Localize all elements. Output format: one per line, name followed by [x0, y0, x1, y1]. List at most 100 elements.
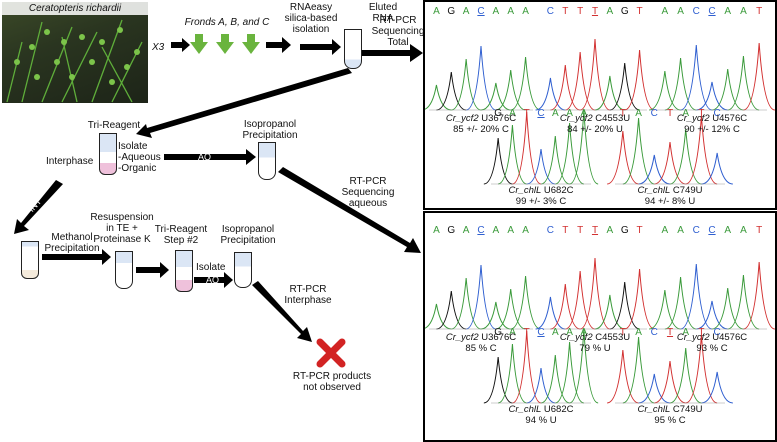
base-call: A: [493, 225, 500, 236]
not-observed-cross-icon: [316, 338, 346, 368]
trace-peak: [498, 343, 527, 404]
base-call: G: [621, 225, 629, 236]
isopropanol-line: Precipitation: [242, 130, 298, 141]
edit-percentage: 85 +/- 20% C: [453, 123, 509, 135]
trace-peak: [669, 128, 702, 185]
frond-icon: [190, 34, 208, 54]
isopropanol2-label: Isopropanol Precipitation: [218, 224, 278, 246]
rtpcr-interphase-line: Interphase: [284, 295, 332, 306]
rtpcr-total-label: RT-PCR Sequencing Total: [370, 15, 426, 48]
trace-peak: [535, 77, 566, 111]
base-call: T: [698, 327, 704, 338]
trace-peak: [480, 82, 511, 111]
edit-site: U682C: [541, 404, 574, 415]
base-call: A: [433, 6, 440, 17]
gene-name: Cr_chlL: [637, 185, 671, 196]
base-call: A: [522, 6, 529, 17]
trace-peak: [526, 148, 556, 185]
rtpcr-interphase-line: RT-PCR: [289, 284, 327, 295]
arrow: [362, 44, 423, 62]
trace-peak: [550, 64, 581, 111]
isolate-step: Isolate: [118, 141, 148, 152]
frond-icon: [216, 34, 234, 54]
arrow: [300, 39, 341, 55]
isopropanol2-tube: [234, 252, 252, 288]
trace-peak: [680, 44, 713, 111]
base-call: T: [756, 225, 762, 236]
trace-peak: [579, 38, 611, 111]
trace-peak: [425, 303, 452, 330]
edit-percentage: 94 +/- 8% U: [644, 195, 696, 207]
trace-peak: [594, 75, 625, 111]
base-call: C: [708, 6, 715, 17]
species-label: Ceratopteris richardii: [2, 2, 148, 15]
isopropanol-tube: [258, 142, 276, 180]
trace-peak: [540, 354, 570, 404]
trace-peak: [569, 109, 599, 185]
base-call: A: [662, 225, 669, 236]
multiplier-label: X3: [152, 42, 165, 53]
trace-peak: [664, 57, 697, 111]
trace-peak: [624, 268, 655, 330]
base-call: C: [547, 6, 554, 17]
edit-percentage: 99 +/- 3% C: [515, 195, 567, 207]
trace-peak: [711, 287, 744, 330]
base-call: G: [494, 108, 502, 119]
base-call: T: [592, 6, 598, 17]
trace-peak: [685, 334, 718, 404]
trace-peak: [607, 349, 639, 404]
edit-site: U682C: [541, 185, 574, 196]
rtpcr-aqueous-line: Sequencing: [341, 187, 395, 198]
edit-percentage: 84 +/- 20% U: [567, 123, 623, 135]
aq2-label: AQ: [206, 275, 220, 285]
arrow: [136, 262, 169, 278]
interphase-label: Interphase: [46, 156, 94, 167]
trace-peak: [510, 275, 541, 330]
base-call: A: [677, 6, 684, 17]
eluted-rna-tube: [344, 29, 362, 69]
base-call: A: [509, 108, 516, 119]
arrow: [14, 180, 63, 234]
trace-peak: [669, 347, 702, 404]
rtpcr-interphase-label: RT-PCR Interphase: [282, 284, 334, 306]
trace-peak: [569, 328, 599, 404]
gene-name: Cr_chlL: [508, 404, 542, 415]
trace-peak: [512, 330, 542, 404]
base-call: C: [537, 108, 544, 119]
trace-peak: [451, 277, 482, 330]
trace-peak: [701, 152, 733, 185]
trace-peak: [579, 257, 611, 330]
base-call: G: [494, 327, 502, 338]
edit-percentage: 85 % C: [465, 342, 497, 354]
trace-peak: [555, 122, 585, 185]
base-call: A: [493, 6, 500, 17]
trace-peak: [743, 42, 775, 111]
base-call: C: [693, 6, 700, 17]
arrow: [171, 38, 190, 52]
edit-percentage: 90 +/- 12% C: [684, 123, 740, 135]
trace-peak: [622, 117, 655, 185]
trace-peak: [483, 137, 513, 185]
gene-name: Cr_ycf2: [559, 113, 593, 124]
trace-peak: [565, 51, 596, 111]
base-call: T: [577, 225, 583, 236]
rtpcr-total-line: Total: [387, 37, 409, 48]
trace-peak: [624, 49, 655, 111]
trace-peak: [622, 336, 655, 404]
trace-peak: [727, 274, 760, 330]
gene-name: Cr_ycf2: [676, 113, 710, 124]
edit-site: U4576C: [709, 113, 748, 124]
trace-peak: [480, 301, 511, 330]
base-call: T: [667, 108, 673, 119]
base-call: T: [698, 108, 704, 119]
trace-peak: [512, 111, 542, 185]
